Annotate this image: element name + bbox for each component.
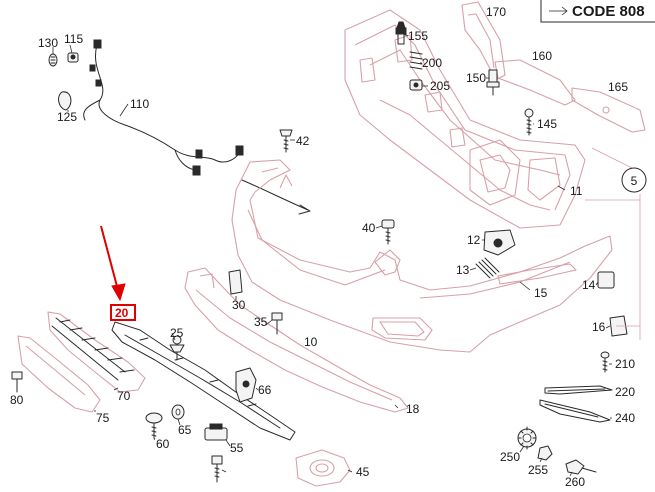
strip-220 <box>544 385 613 395</box>
clip-30 <box>228 269 243 295</box>
label-260: 260 <box>565 475 585 489</box>
label-205: 205 <box>430 79 450 93</box>
label-110: 110 <box>130 97 149 111</box>
bumper-cover-10 <box>231 159 613 353</box>
label-165: 165 <box>608 80 628 94</box>
group-marker-label: 5 <box>631 174 638 188</box>
grille-70 <box>47 311 146 393</box>
trim-strip-15 <box>497 263 577 285</box>
label-12: 12 <box>467 233 481 247</box>
trim-75 <box>17 335 101 413</box>
label-210: 210 <box>615 357 635 371</box>
bolt-35 <box>271 312 283 335</box>
label-14: 14 <box>582 278 596 292</box>
nut-255 <box>537 445 553 461</box>
label-145: 145 <box>537 117 557 131</box>
label-255: 255 <box>528 463 548 477</box>
label-220: 220 <box>615 385 635 399</box>
part-labels: 130 115 125 110 42 170 155 160 200 150 2… <box>10 5 635 489</box>
spring-200 <box>409 51 423 70</box>
bolt-210 <box>600 351 610 373</box>
label-155: 155 <box>408 29 428 43</box>
bolt-260 <box>565 459 597 475</box>
clip-55 <box>204 423 228 441</box>
label-80: 80 <box>10 393 24 407</box>
nut-205 <box>409 79 423 91</box>
label-200: 200 <box>422 56 442 70</box>
part-170-bracket <box>461 1 506 81</box>
label-115: 115 <box>64 32 83 46</box>
label-55: 55 <box>230 441 244 455</box>
label-130: 130 <box>38 36 58 50</box>
clip-14 <box>597 271 615 289</box>
label-60: 60 <box>156 437 170 451</box>
holder-125 <box>58 91 72 111</box>
label-20: 20 <box>115 306 129 320</box>
highlight-box <box>110 304 136 321</box>
label-16: 16 <box>592 320 606 334</box>
screw-145 <box>524 108 534 136</box>
label-250: 250 <box>500 450 520 464</box>
gear-250 <box>517 426 537 450</box>
label-66: 66 <box>258 383 272 397</box>
highlight-arrow <box>100 225 126 302</box>
reinforcement-20 <box>111 321 296 441</box>
fastener-155 <box>395 21 407 45</box>
washer-65 <box>171 404 185 420</box>
label-170: 170 <box>486 5 506 19</box>
label-40: 40 <box>362 221 376 235</box>
bracket-66 <box>235 367 257 403</box>
label-15: 15 <box>534 286 548 300</box>
direction-arrow <box>241 179 311 215</box>
part-160-strip <box>494 59 576 106</box>
sensor-holder-12 <box>483 229 516 256</box>
part-11-carrier <box>344 9 586 229</box>
label-65: 65 <box>178 423 192 437</box>
label-150: 150 <box>466 71 486 85</box>
label-13: 13 <box>456 263 470 277</box>
sensor-115 <box>67 52 79 63</box>
label-25: 25 <box>170 326 184 340</box>
label-160: 160 <box>532 49 552 63</box>
bolt-40 <box>381 219 395 245</box>
code-text: CODE 808 <box>572 3 645 20</box>
label-45: 45 <box>356 465 370 479</box>
label-125: 125 <box>57 110 77 124</box>
label-18: 18 <box>406 402 420 416</box>
clip-25 <box>169 335 185 361</box>
bolt-42 <box>279 129 293 153</box>
sensor-130 <box>48 53 58 67</box>
spring-13 <box>475 257 500 279</box>
strip-240 <box>539 399 611 423</box>
label-75: 75 <box>96 411 110 425</box>
spoiler-18 <box>184 267 409 413</box>
screw-60 <box>145 412 163 439</box>
label-240: 240 <box>615 411 635 425</box>
label-30: 30 <box>232 298 246 312</box>
wiring-harness-110 <box>83 39 244 176</box>
label-35: 35 <box>254 315 268 329</box>
label-10: 10 <box>304 335 318 349</box>
label-70: 70 <box>117 389 131 403</box>
bolt-80 <box>11 371 23 393</box>
label-42: 42 <box>296 134 310 148</box>
part-165-strip <box>571 87 646 133</box>
screw-50 <box>211 455 223 483</box>
code-box: CODE 808 <box>540 0 655 23</box>
leader-lines <box>52 33 612 477</box>
label-11: 11 <box>570 184 583 198</box>
group-marker-5: 5 <box>585 147 647 340</box>
bezel-45 <box>295 449 351 487</box>
clip-150 <box>486 69 500 96</box>
